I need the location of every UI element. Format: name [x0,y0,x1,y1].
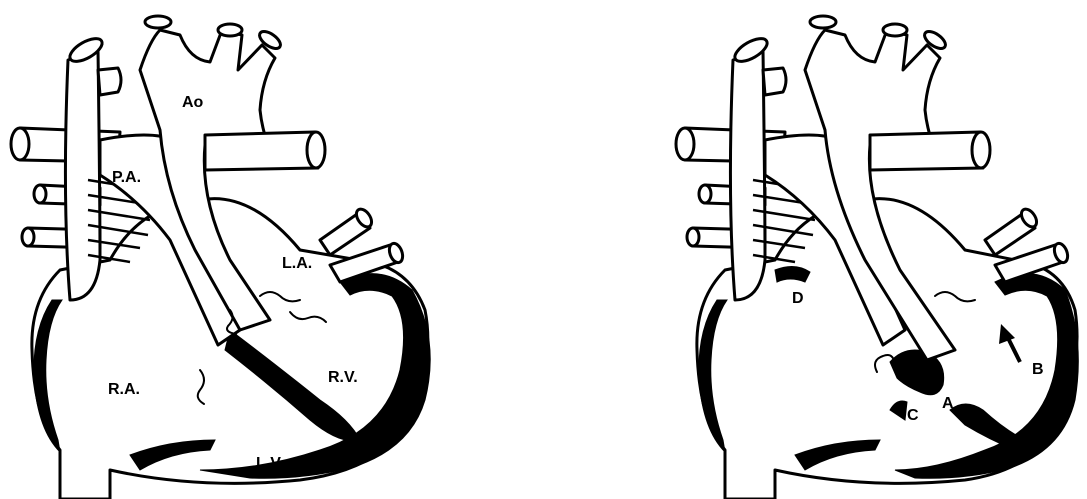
right-heart-svg: A B C D [674,14,1079,499]
right-branch-end [970,130,992,170]
left-small-vessel [96,66,123,97]
right-small-vessel [761,66,788,97]
left-heart-diagram: Ao P.A. L.A. R.A. R.V. L.V. [0,0,460,499]
left-svc [63,48,102,302]
label-d: D [792,290,804,307]
left-valve-4 [289,311,327,323]
label-lv: L.V. [256,455,284,472]
left-pulmonary-artery [98,133,242,347]
right-la-vein-end-2 [1052,241,1070,265]
right-pulmonary-artery [763,133,907,347]
left-la-vein-end-1 [354,207,374,229]
left-valve-1 [196,369,205,405]
left-aorta-branch-1 [143,14,173,30]
left-vessel-end-3 [20,226,36,248]
arrow-b [999,324,1022,363]
right-svc-end [733,37,769,63]
right-la-vein-end-1 [1019,207,1039,229]
left-vessel-end-1 [9,126,31,162]
right-defect-a [949,403,1026,451]
label-c: C [907,407,919,424]
right-vessel-end-2 [697,183,713,205]
right-ra-wall [698,299,728,454]
right-defect-d [774,266,811,283]
left-branch-end [305,130,327,170]
label-pa: P.A. [112,169,141,186]
right-rv-wall [894,273,1079,479]
left-right-pulmonary-branch [203,130,320,172]
left-la-vein-end-2 [387,241,405,265]
left-ra-wall [33,299,63,454]
right-valve-1 [934,291,976,303]
right-aorta-branch-2 [881,22,909,38]
right-heart-diagram: A B C D [665,0,1087,499]
left-heart-svg: Ao P.A. L.A. R.A. R.V. L.V. [9,14,431,499]
left-lv-floor [129,439,216,471]
left-septum [224,329,361,442]
label-a: A [942,395,954,412]
right-la-vein-1 [983,210,1037,257]
label-ao: Ao [182,94,204,111]
left-aorta-branch-3 [258,30,282,50]
label-ra: R.A. [108,381,140,398]
right-aorta-branch-1 [808,14,838,30]
label-la: L.A. [282,255,312,272]
right-right-pulmonary-branch [868,130,985,172]
label-b: B [1032,361,1044,378]
right-defect-base [889,400,908,421]
right-aorta-branch-3 [923,30,947,50]
left-svc-end [68,37,104,63]
left-valve-2 [226,309,237,335]
left-valve-3 [259,291,301,303]
left-la-vein-1 [318,210,372,257]
right-valve-c [874,354,916,385]
left-rv-wall [199,273,431,479]
label-rv: R.V. [328,369,358,386]
right-svc [728,48,767,302]
right-vessel-end-3 [685,226,701,248]
right-vessel-end-1 [674,126,696,162]
left-aorta-branch-2 [216,22,244,38]
left-vessel-end-2 [32,183,48,205]
right-lv-floor [794,439,881,471]
